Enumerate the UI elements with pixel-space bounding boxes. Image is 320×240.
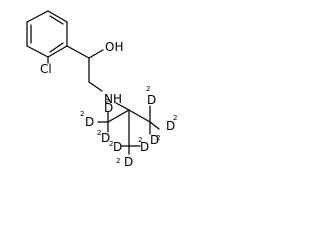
- ring-double-bond-1: [49, 15, 64, 25]
- chlorine-label: Cl: [40, 62, 52, 76]
- deuterium-label: 2 D: [166, 114, 177, 133]
- ring-to-carbinol-bond: [66, 45, 90, 59]
- deuterium-symbol: D: [166, 119, 175, 133]
- deuterium-symbol: D: [113, 140, 122, 154]
- ch2-n-bond: [88, 81, 103, 92]
- right-cd3-bond-right: [149, 121, 160, 130]
- deuterium-label: 2 D: [109, 140, 122, 154]
- ring-bond-6: [26, 10, 49, 23]
- deuterium-symbol: D: [104, 101, 113, 115]
- deuterium-label: 2 D: [97, 129, 110, 145]
- isotope-number: 2: [109, 140, 113, 148]
- isotope-number: 2: [173, 114, 177, 122]
- isotope-number: 2: [80, 110, 84, 118]
- c-oh-bond: [88, 49, 104, 59]
- deuterium-symbol: D: [150, 133, 159, 147]
- ring-bond-1: [47, 10, 68, 23]
- isotope-number: 2: [156, 134, 160, 142]
- cq-right-methyl-bond: [128, 109, 151, 123]
- cq-left-methyl-bond: [107, 109, 130, 123]
- deuterium-symbol: D: [124, 155, 133, 169]
- hydroxyl-label: OH: [105, 40, 123, 54]
- isotope-number: 2: [146, 85, 150, 93]
- ring-bond-3: [47, 45, 68, 58]
- isotope-number: 2: [105, 98, 109, 106]
- isotope-number: 2: [116, 157, 120, 165]
- ring-bond-4: [26, 45, 49, 58]
- deuterium-label: 2 D: [116, 155, 133, 169]
- ring-double-bond-2: [49, 42, 64, 53]
- deuterium-label: 2 D: [104, 98, 113, 115]
- deuterium-symbol: D: [85, 115, 94, 129]
- molecule-structure: Cl OH NH 2 D 2 D 2 D 2 D 2 D 2 D 2 D 2 D…: [26, 10, 177, 169]
- deuterium-symbol: D: [101, 131, 110, 145]
- deuterium-label: 2 D: [150, 133, 160, 147]
- isotope-number: 2: [138, 136, 142, 144]
- n-cq-bond: [115, 102, 130, 111]
- deuterium-symbol: D: [140, 140, 149, 154]
- deuterium-symbol: D: [147, 93, 156, 107]
- isotope-number: 2: [97, 129, 101, 137]
- amine-label: NH: [104, 92, 122, 106]
- deuterium-label: 2 D: [80, 110, 94, 129]
- deuterium-label: 2 D: [138, 136, 149, 154]
- deuterium-label: 2 D: [146, 85, 156, 107]
- chlorophenyl-ring: [26, 10, 68, 58]
